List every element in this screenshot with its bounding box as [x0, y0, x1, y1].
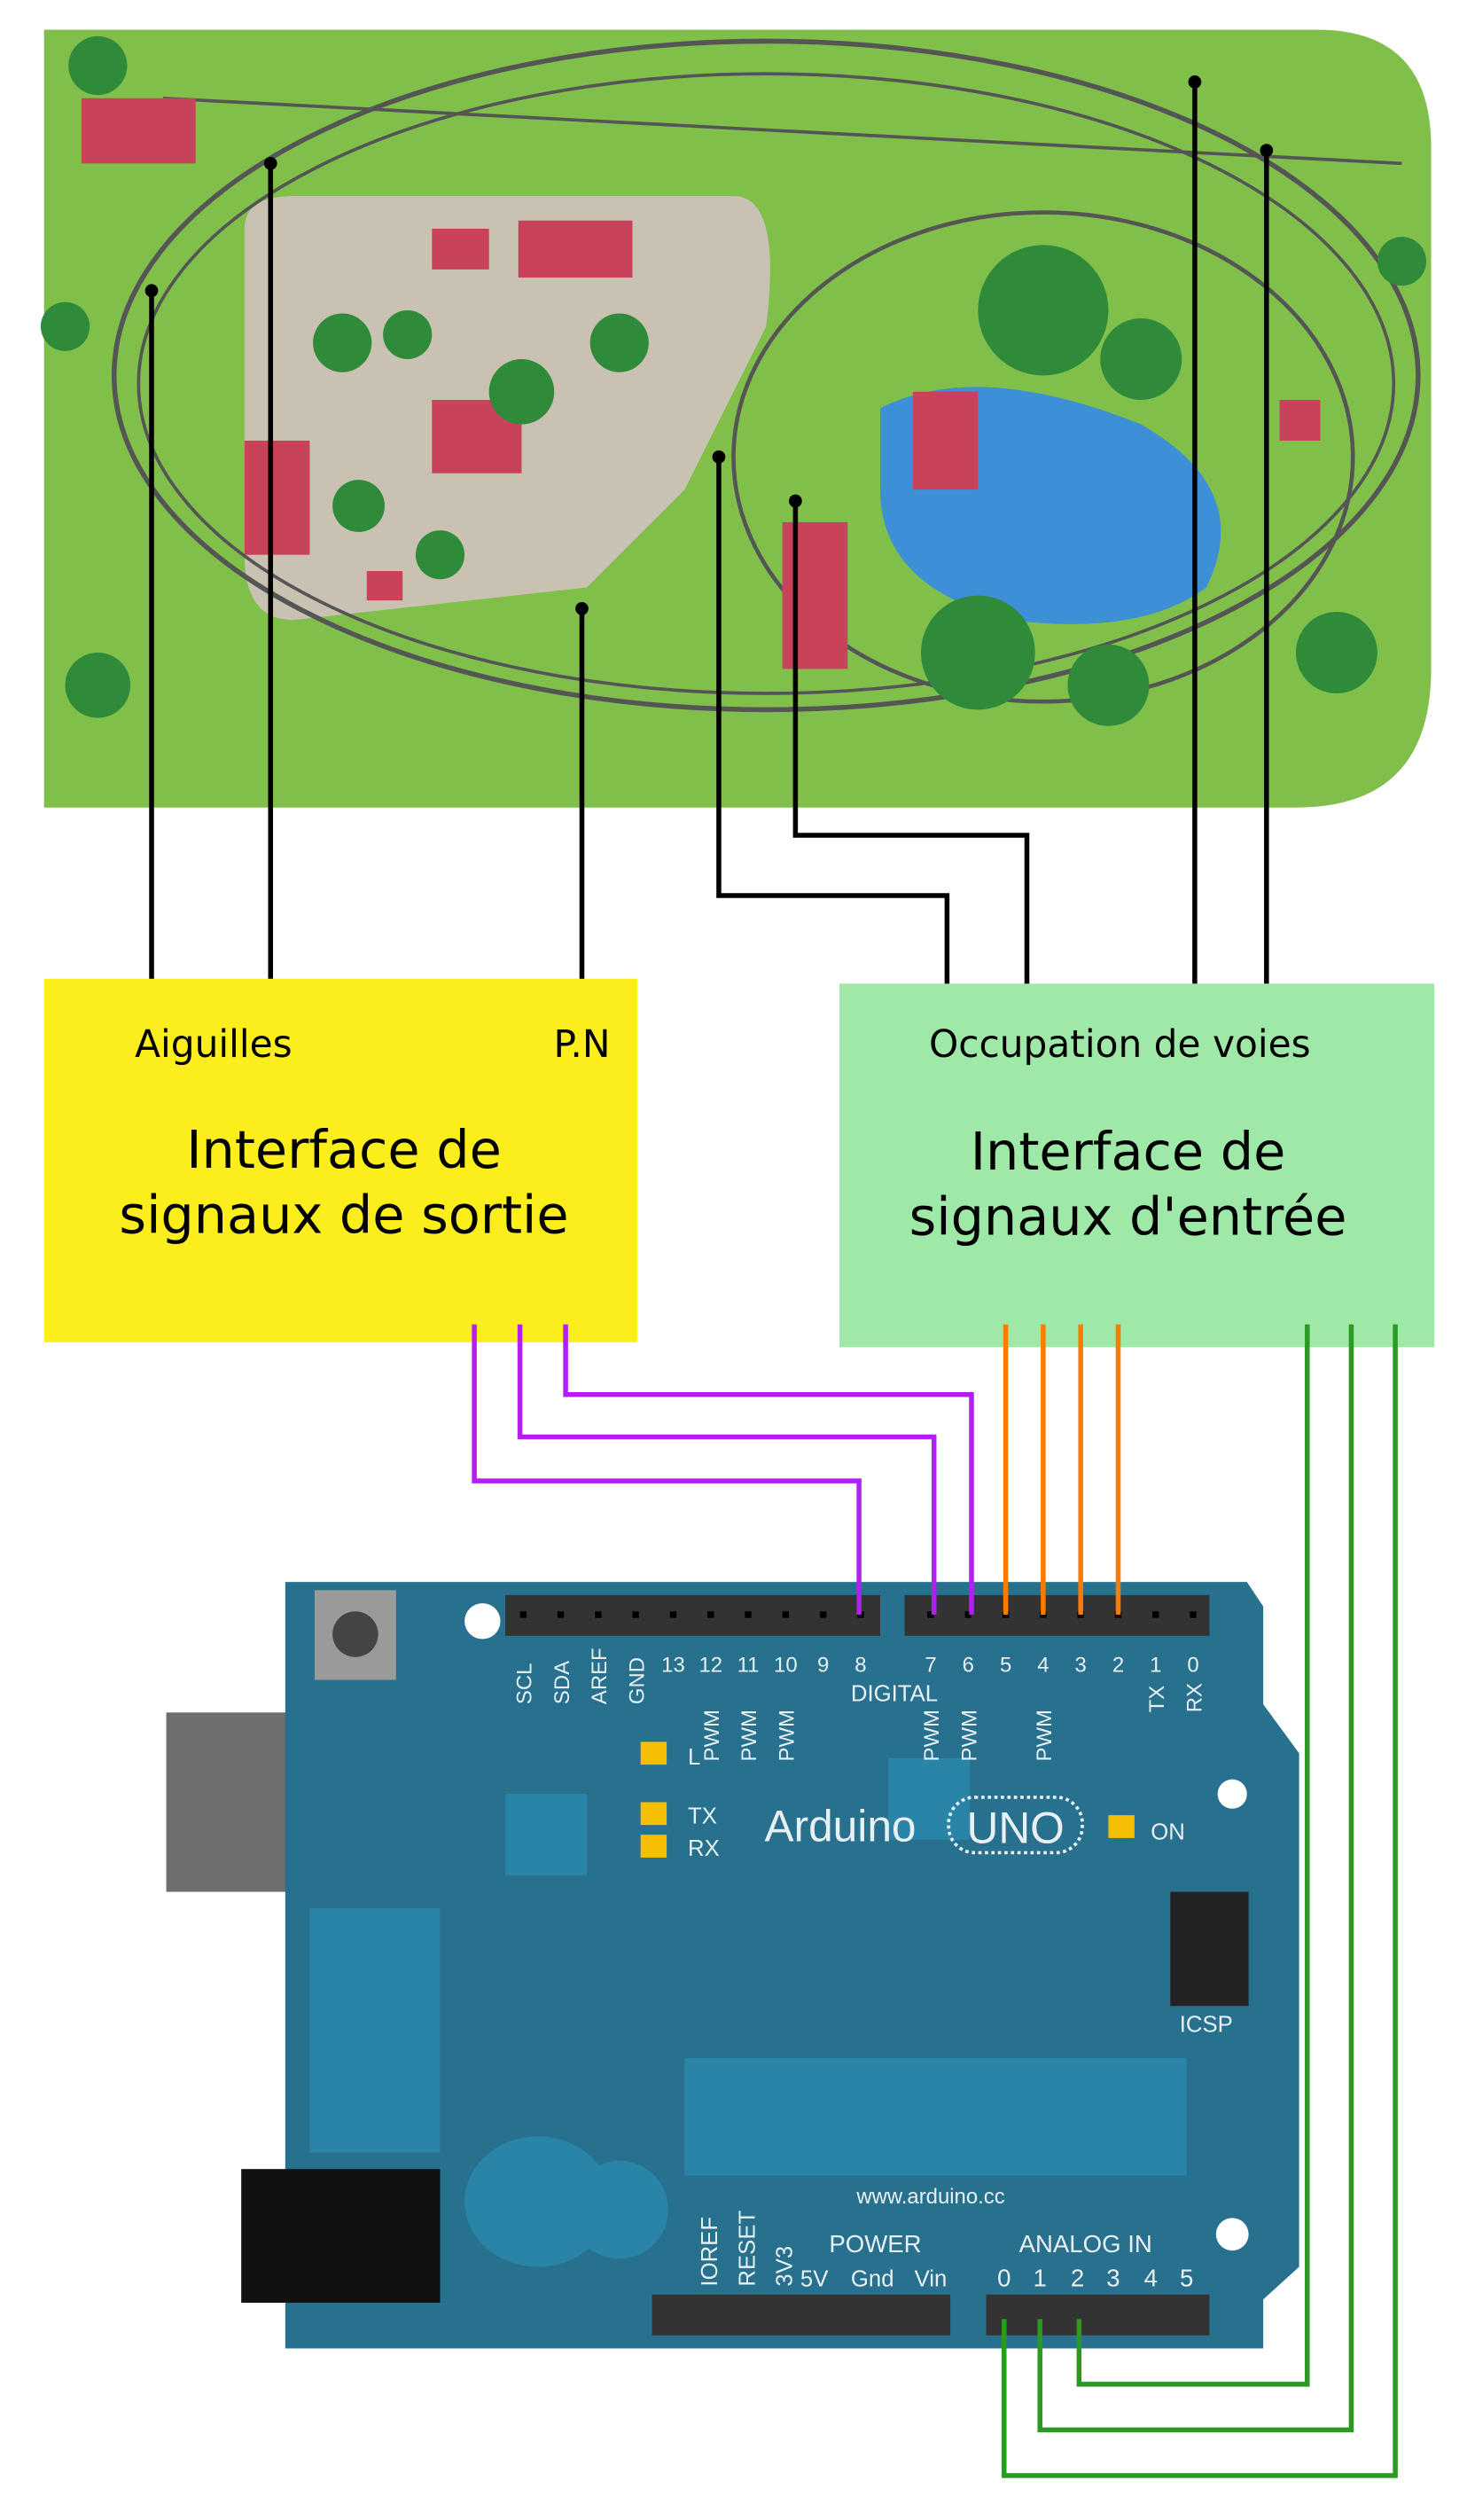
layout-wires — [149, 82, 1269, 1002]
label-pn: P.N — [553, 1022, 610, 1066]
analog-pin-4: 4 — [1144, 2265, 1158, 2292]
pin-label-13: 13 — [661, 1653, 685, 1677]
header-pin — [745, 1611, 752, 1618]
header-pin — [595, 1611, 602, 1618]
output-title-line1: Interface de — [186, 1119, 502, 1180]
analog-pin-labels: 0 1 2 3 4 5 — [997, 2265, 1193, 2292]
pin-label-d1: 1 — [1150, 1653, 1161, 1677]
pin-label-d6: 6 — [963, 1653, 974, 1677]
pwm-label: PWM — [920, 1710, 944, 1761]
pin-label-tx: TX — [1145, 1686, 1169, 1713]
pin-label-d3: 3 — [1075, 1653, 1087, 1677]
led-label-tx: TX — [688, 1804, 717, 1828]
led-label-l: L — [688, 1745, 700, 1770]
analog-pin-3: 3 — [1106, 2265, 1120, 2292]
pin-label-d0: 0 — [1187, 1653, 1198, 1677]
power-pin-labels: IOREF RESET 3V3 5V Gnd Vin — [698, 2211, 947, 2292]
power-pin-3v3: 3V3 — [773, 2246, 798, 2287]
power-pin-vin: Vin — [915, 2267, 948, 2292]
arduino-model: UNO — [966, 1803, 1064, 1852]
pin-label-11: 11 — [737, 1653, 760, 1677]
input-title-line1: Interface de — [971, 1121, 1286, 1182]
analog-pin-2: 2 — [1071, 2265, 1084, 2292]
header-pin — [669, 1611, 677, 1618]
train-layout-map — [40, 29, 1432, 808]
header-pin — [1152, 1611, 1159, 1618]
on-label: ON — [1151, 1820, 1185, 1845]
analog-pin-0: 0 — [997, 2265, 1011, 2292]
header-pin — [819, 1611, 827, 1618]
pin-label-scl: SCL — [512, 1663, 536, 1704]
analog-label: ANALOG IN — [1019, 2230, 1152, 2258]
wire-dots — [144, 75, 1274, 615]
arduino-board: L TX RX Arduino UNO ON DIGITAL ICSP www.… — [166, 1582, 1299, 2349]
pwm-label: PWM — [1033, 1710, 1057, 1761]
power-pin-gnd: Gnd — [851, 2267, 894, 2292]
analog-wires — [1001, 1324, 1398, 2478]
pin-label-10: 10 — [774, 1653, 798, 1677]
pwm-label: PWM — [700, 1710, 724, 1761]
output-title-line2: signaux de sortie — [119, 1185, 568, 1246]
header-pin — [632, 1611, 639, 1618]
pin-label-9: 9 — [817, 1653, 829, 1677]
arduino-brand: Arduino — [764, 1802, 916, 1851]
pin-label-d2: 2 — [1112, 1653, 1124, 1677]
analog-pin-1: 1 — [1034, 2265, 1047, 2292]
analog-pin-5: 5 — [1180, 2265, 1193, 2292]
power-label: POWER — [829, 2230, 921, 2258]
pwm-label: PWM — [737, 1710, 761, 1761]
icsp-label: ICSP — [1180, 2013, 1233, 2038]
pin-label-d4: 4 — [1037, 1653, 1049, 1677]
led-label-rx: RX — [688, 1836, 720, 1861]
arduino-url: www.arduino.cc — [855, 2185, 1004, 2209]
pin-label-12: 12 — [698, 1653, 722, 1677]
pin-label-d5: 5 — [1000, 1653, 1011, 1677]
power-pin-5v: 5V — [800, 2267, 829, 2292]
header-pin — [1190, 1611, 1197, 1618]
pin-label-d7: 7 — [925, 1653, 936, 1677]
digital-input-wires — [1003, 1324, 1121, 1615]
header-pin — [782, 1611, 790, 1618]
header-pin — [557, 1611, 565, 1618]
pin-label-aref: AREF — [588, 1647, 612, 1704]
header-pin — [927, 1611, 934, 1618]
header-pin — [707, 1611, 714, 1618]
input-title-line2: signaux d'entrée — [909, 1186, 1347, 1247]
output-wires — [472, 1324, 974, 1615]
output-interface-box: Aiguilles P.N Interface de signaux de so… — [43, 978, 638, 1342]
power-pin-ioref: IOREF — [698, 2217, 722, 2287]
header-pin — [519, 1611, 527, 1618]
pin-label-sda: SDA — [550, 1661, 574, 1704]
label-occupation: Occupation de voies — [929, 1022, 1311, 1066]
pin-label-rx: RX — [1182, 1683, 1206, 1712]
power-pin-reset: RESET — [735, 2211, 760, 2287]
header-pin — [964, 1611, 971, 1618]
pwm-label: PWM — [957, 1710, 981, 1761]
pin-label-8: 8 — [854, 1653, 866, 1677]
digital-label: DIGITAL — [851, 1681, 938, 1706]
pwm-label: PWM — [776, 1710, 800, 1761]
input-interface-box: Occupation de voies Interface de signaux… — [839, 983, 1435, 1348]
pin-label-gnd: GND — [625, 1657, 649, 1704]
label-aiguilles: Aiguilles — [135, 1022, 293, 1066]
